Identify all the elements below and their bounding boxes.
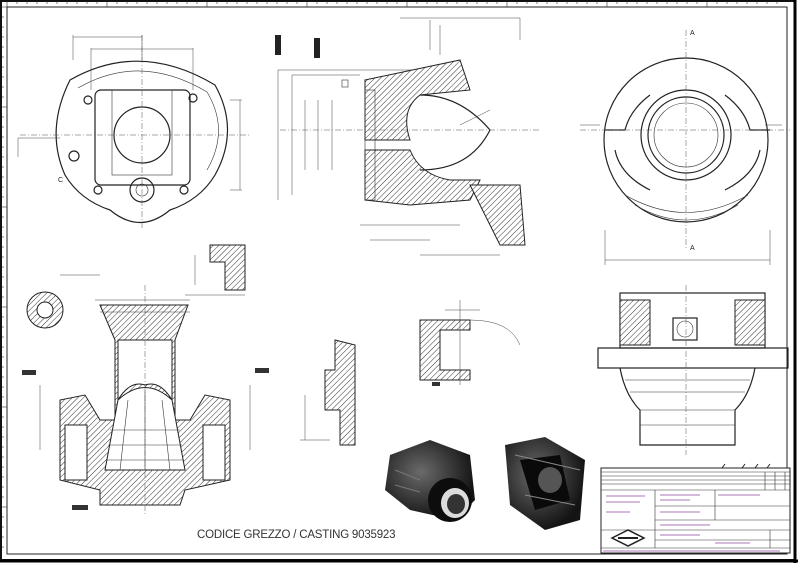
front-view: C <box>17 35 250 230</box>
render-3d-rear <box>505 437 585 530</box>
title-block <box>600 463 791 554</box>
section-mark-a-bottom: A <box>690 245 695 252</box>
detail-view-c <box>300 339 356 446</box>
main-section-view <box>275 17 540 256</box>
lower-section-view <box>22 274 269 515</box>
detail-view-d <box>419 300 521 386</box>
rear-view: A A <box>580 30 790 265</box>
side-view <box>597 285 789 455</box>
svg-text:C: C <box>58 177 63 184</box>
casting-code-caption: CODICE GREZZO / CASTING 9035923 <box>197 529 396 541</box>
render-3d-front <box>385 440 475 522</box>
section-mark-a-top: A <box>690 30 695 37</box>
detail-view-b <box>185 244 246 296</box>
